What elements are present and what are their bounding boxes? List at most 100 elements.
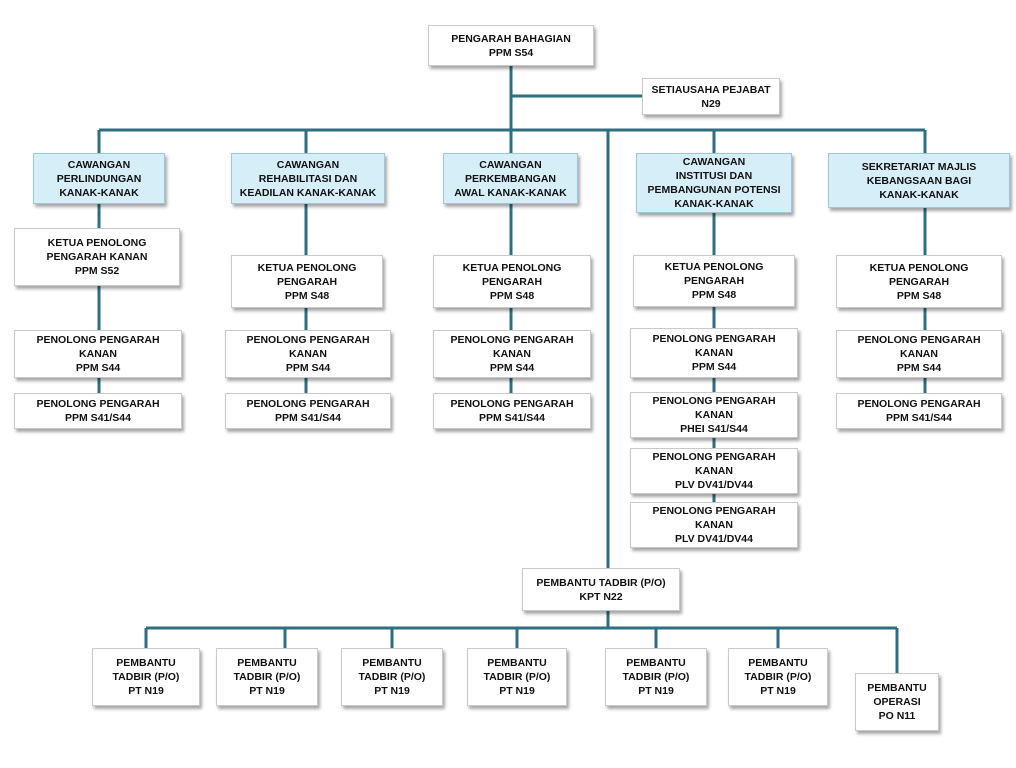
branch-staff-box-line: PENGARAH: [888, 275, 950, 288]
admin-staff-box-line: PT N19: [249, 685, 285, 697]
branch-staff-box-line: KANAN: [695, 465, 733, 477]
branch-staff-box: PENOLONG PENGARAH PPM S41/S44: [225, 393, 391, 429]
admin-staff-box-line: TADBIR (P/O): [112, 671, 180, 683]
admin-staff-box-line: TADBIR (P/O): [744, 671, 812, 683]
branch-head-box-line: CAWANGAN: [67, 158, 131, 171]
admin-staff-box-line: TADBIR (P/O): [483, 671, 551, 683]
admin-head-box-line: KPT N22: [579, 590, 623, 603]
branch-head-box-line: PERLINDUNGAN: [56, 172, 142, 185]
branch-staff-box-line: KANAN: [289, 348, 327, 360]
branch-staff-box-line: PENOLONG PENGARAH: [857, 334, 981, 346]
branch-head-box-line: KEADILAN KANAK-KANAK: [239, 186, 377, 199]
secretary-box-line: N29: [701, 97, 721, 110]
branch-staff-box-line: PPM S48: [691, 289, 737, 301]
branch-staff-box-line: PENOLONG PENGARAH: [652, 451, 776, 463]
branch-staff-box-line: KETUA PENOLONG: [462, 261, 562, 274]
admin-staff-box-line: PT N19: [499, 685, 535, 697]
branch-staff-box-line: PENOLONG PENGARAH: [36, 398, 160, 410]
branch-staff-box: PENOLONG PENGARAH KANAN PHEI S41/S44: [630, 392, 798, 438]
admin-staff-box-line: OPERASI: [873, 696, 921, 708]
branch-head-box-line: CAWANGAN: [479, 158, 542, 171]
branch-staff-box-line: PPM S52: [74, 265, 120, 277]
branch-staff-box: PENOLONG PENGARAH KANAN PLV DV41/DV44: [630, 448, 798, 494]
admin-staff-box: PEMBANTU TADBIR (P/O) PT N19: [728, 648, 828, 706]
branch-head-box-line: SEKRETARIAT MAJLIS: [861, 160, 977, 173]
admin-head-box-line: PEMBANTU TADBIR (P/O): [536, 576, 666, 589]
branch-staff-box-line: PENOLONG PENGARAH: [857, 398, 981, 410]
branch-staff-box-line: PPM S41/S44: [479, 412, 545, 424]
branch-staff-box-line: PENOLONG PENGARAH: [652, 395, 776, 407]
branch-staff-box-line: KANAN: [695, 409, 733, 421]
branch-staff-box-line: KETUA PENOLONG: [47, 237, 147, 249]
director-box-line: PENGARAH BAHAGIAN: [451, 32, 571, 45]
admin-staff-box-line: PEMBANTU: [116, 657, 176, 669]
admin-staff-box-line: PT N19: [374, 685, 410, 697]
branch-staff-box-line: KETUA PENOLONG: [664, 261, 764, 273]
branch-staff-box-line: PPM S44: [896, 362, 942, 374]
admin-staff-box-line: TADBIR (P/O): [622, 671, 690, 683]
admin-staff-box-line: PEMBANTU: [487, 657, 547, 669]
admin-staff-box-line: PEMBANTU: [626, 657, 686, 669]
branch-staff-box-line: PENOLONG PENGARAH: [36, 334, 160, 346]
branch-staff-box: PENOLONG PENGARAH PPM S41/S44: [14, 393, 182, 429]
branch-staff-box-line: PPM S44: [691, 361, 737, 373]
director-box-line: PPM S54: [488, 46, 534, 59]
admin-staff-box-line: PT N19: [128, 685, 164, 697]
branch-staff-box-line: PHEI S41/S44: [680, 423, 748, 435]
branch-staff-box-line: KANAN: [79, 348, 117, 360]
branch-staff-box-line: PPM S48: [489, 289, 535, 302]
branch-staff-box-line: KETUA PENOLONG: [257, 261, 357, 274]
branch-head-box-line: CAWANGAN: [682, 156, 746, 168]
branch-staff-box-line: PENOLONG PENGARAH: [246, 334, 370, 346]
admin-head-box: PEMBANTU TADBIR (P/O)KPT N22: [522, 568, 680, 611]
branch-head-box-line: PERKEMBANGAN: [464, 172, 556, 185]
branch-staff-box-line: KANAN: [493, 348, 531, 360]
branch-staff-box-line: PENOLONG PENGARAH: [652, 505, 776, 517]
admin-staff-box: PEMBANTU TADBIR (P/O) PT N19: [467, 648, 567, 706]
branch-staff-box-line: PENOLONG PENGARAH: [450, 398, 574, 410]
branch-head-box-line: KEBANGSAAN BAGI: [866, 174, 972, 187]
branch-head-box-line: PEMBANGUNAN POTENSI: [647, 184, 781, 196]
branch-staff-box-line: PLV DV41/DV44: [674, 533, 753, 545]
branch-staff-box-line: PENGARAH KANAN: [46, 251, 148, 263]
branch-staff-box-line: PPM S44: [489, 362, 535, 374]
secretary-box-line: SETIAUSAHA PEJABAT: [651, 83, 771, 96]
branch-staff-box-line: PENGARAH: [276, 275, 338, 288]
branch-staff-box-line: PPM S41/S44: [275, 412, 341, 424]
branch-staff-box: PENOLONG PENGARAH KANAN PPM S44: [836, 330, 1002, 378]
branch-staff-box-line: KETUA PENOLONG: [869, 261, 969, 274]
branch-staff-box-line: KANAN: [695, 347, 733, 359]
admin-staff-box: PEMBANTU TADBIR (P/O) PT N19: [92, 648, 200, 706]
branch-staff-box-line: PPM S44: [75, 362, 121, 374]
admin-staff-box-line: PT N19: [760, 685, 796, 697]
admin-staff-box-line: PEMBANTU: [237, 657, 297, 669]
branch-staff-box-line: KANAN: [900, 348, 938, 360]
admin-staff-box-line: PEMBANTU: [748, 657, 808, 669]
branch-staff-box-line: PENGARAH: [481, 275, 543, 288]
branch-head-box-line: CAWANGAN: [276, 158, 340, 171]
branch-staff-box-line: PPM S41/S44: [65, 412, 131, 424]
branch-staff-box: PENOLONG PENGARAH PPM S41/S44: [433, 393, 591, 429]
branch-head-box-line: REHABILITASI DAN: [258, 172, 358, 185]
branch-head-box-line: KANAK-KANAK: [59, 186, 139, 199]
branch-staff-box-line: PLV DV41/DV44: [674, 479, 753, 491]
branch-staff-box-line: PENOLONG PENGARAH: [246, 398, 370, 410]
branch-staff-box-line: KANAN: [695, 519, 733, 531]
branch-staff-box-line: PENOLONG PENGARAH: [450, 334, 574, 346]
branch-head-box-line: KANAK-KANAK: [674, 198, 754, 210]
branch-staff-box: PENOLONG PENGARAH KANAN PPM S44: [14, 330, 182, 378]
